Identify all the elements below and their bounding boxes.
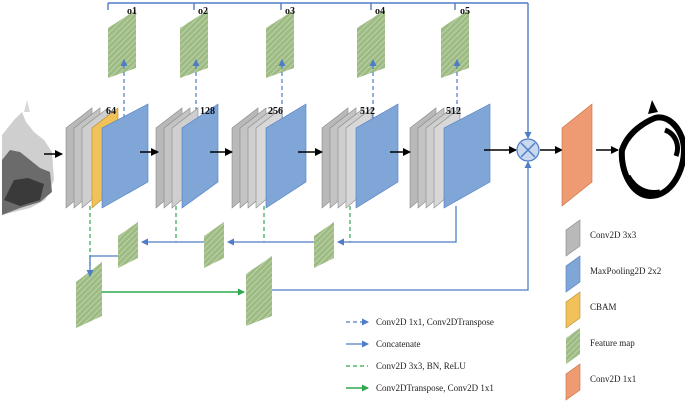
encoder-forward-arrows [140, 146, 563, 156]
output-label-1: o1 [127, 6, 137, 17]
input-image [2, 100, 54, 215]
decoder-map-b [204, 222, 224, 268]
output-mask-image [618, 100, 685, 200]
decoder-map-c [314, 222, 334, 268]
output-label-2: o2 [198, 6, 208, 17]
encoder-block-3 [231, 103, 307, 209]
final-conv1x1-block [561, 103, 593, 207]
output-label-5: o5 [460, 6, 470, 17]
decoder-map-e [246, 256, 272, 326]
output-label-4: o4 [375, 6, 385, 17]
encoder-block-2 [155, 103, 219, 209]
output-map-2 [180, 10, 208, 78]
legend-swatch-maxpool [565, 255, 581, 293]
output-map-4 [357, 10, 385, 78]
channel-label-3: 256 [268, 106, 283, 117]
block-legend: Conv2D 3x3 MaxPooling2D 2x2 CBAM Feature… [565, 219, 661, 401]
legend-line-label-4: Conv2DTranspose, Conv2D 1x1 [376, 383, 494, 393]
legend-swatch-conv1x1 [565, 363, 581, 401]
output-map-3 [266, 10, 294, 78]
channel-label-4: 512 [360, 106, 375, 117]
fusion-node [516, 138, 540, 162]
legend-block-label-2: MaxPooling2D 2x2 [590, 266, 661, 276]
top-concatenate-bus [107, 2, 532, 139]
line-legend: Conv2D 1x1, Conv2DTranspose Concatenate … [346, 317, 494, 393]
decoder-concatenate-path [86, 161, 532, 291]
encoder-block-4 [321, 103, 399, 209]
decoder-feature-maps [76, 222, 334, 328]
legend-block-label-5: Conv2D 1x1 [590, 374, 636, 384]
output-label-3: o3 [285, 6, 295, 17]
legend-swatch-cbam [565, 291, 581, 329]
legend-swatch-feature-map [566, 328, 580, 364]
legend-line-label-2: Concatenate [376, 339, 420, 349]
decoder-map-a [118, 222, 138, 268]
output-map-1 [108, 10, 136, 78]
legend-block-label-4: Feature map [590, 338, 635, 348]
encoder-block-5 [409, 103, 491, 209]
channel-label-1: 64 [106, 106, 116, 117]
legend-block-label-1: Conv2D 3x3 [590, 230, 637, 240]
legend-block-label-3: CBAM [590, 302, 617, 312]
channel-label-2: 128 [200, 106, 215, 117]
legend-line-label-1: Conv2D 1x1, Conv2DTranspose [376, 317, 494, 327]
decoder-map-d [76, 262, 102, 328]
channel-label-5: 512 [446, 106, 461, 117]
encoder-block-1 [65, 103, 149, 209]
output-map-5 [441, 10, 469, 78]
legend-swatch-conv3x3 [565, 219, 581, 257]
legend-line-label-3: Conv2D 3x3, BN, ReLU [376, 361, 466, 371]
output-feature-maps [108, 10, 469, 78]
side-output-arrows [120, 59, 461, 118]
